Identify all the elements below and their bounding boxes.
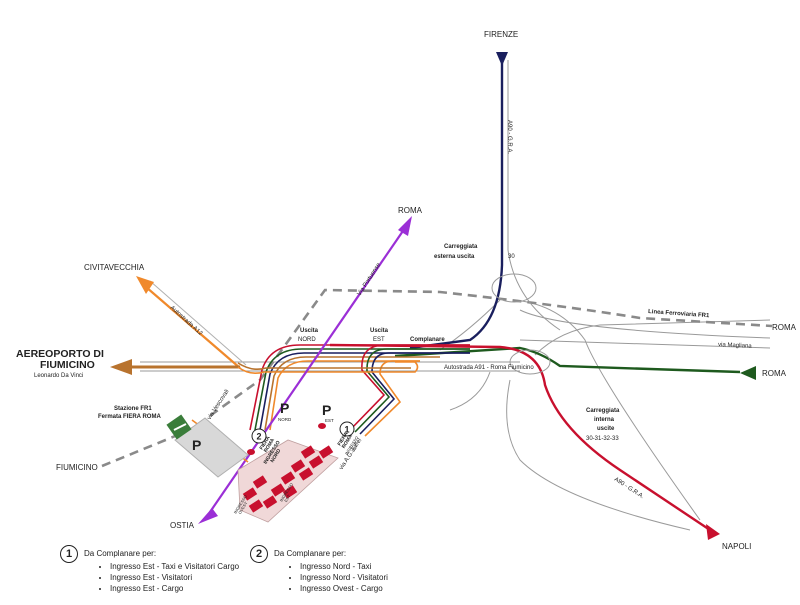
carr-interna-label: Carreggiata [586,408,620,414]
via-magliana-label: via Magliana [718,342,753,350]
autostrada-a12 [145,286,241,369]
carr-esterna-label: Carreggiata [444,244,478,250]
airport-loop [237,361,419,374]
airport-arrow-icon [110,359,132,375]
legend-heading-1: Da Complanare per: [84,549,157,558]
gra-south-napoli [329,343,711,531]
airport-title: AEREOPORTO DI [16,348,104,360]
legend-item: Ingresso Nord - Visitatori [300,572,388,583]
label-roma-north: ROMA [398,206,423,215]
parking-icon: P [192,437,201,453]
ostia-arrow-icon [198,508,218,524]
legend-heading-2: Da Complanare per: [274,549,347,558]
svg-text:interna: interna [594,417,615,423]
label-roma-rail: ROMA [772,323,797,332]
label-napoli: NAPOLI [722,542,751,551]
legend-item: Ingresso Nord - Taxi [300,561,388,572]
gra-south-label: A90 - G.R.A. [613,477,645,501]
svg-text:EST: EST [373,337,385,343]
label-ostia: OSTIA [170,521,195,530]
parking-est-icon: P [322,402,331,418]
label-civitavecchia: CIVITAVECCHIA [84,263,145,272]
legend-item: Ingresso Ovest - Cargo [300,583,388,594]
svg-text:2: 2 [257,432,262,442]
station-label-2: Fermata FIERA ROMA [98,414,161,420]
svg-text:30-31-32-33: 30-31-32-33 [586,436,619,442]
roma-north-arrow-icon [398,216,412,236]
airport-title-2: FIUMICINO [40,359,95,371]
gra-north-label: A90 - G.R.A. [506,120,512,154]
legend-marker-2: 2 [250,545,268,563]
a91-label: Autostrada A91 - Roma Fiumicino [444,365,534,371]
legend-item: Ingresso Est - Cargo [110,583,239,594]
station-fr1-block [166,414,249,478]
linea-ferroviaria-label: Linea Ferroviaria FR1 [648,309,710,319]
complanare-est-loop [349,344,470,437]
fiera-ingresso-markers [247,423,326,455]
uscita-est-label: Uscita [370,328,389,334]
label-firenze: FIRENZE [484,30,518,39]
via-portuense [209,227,406,513]
parking-nord-icon: P [280,400,289,416]
marker-1: 1 [339,421,355,437]
legend-item: Ingresso Est - Taxi e Visitatori Cargo [110,561,239,572]
complanare-label: Complanare [410,337,445,343]
svg-text:EST: EST [283,493,292,503]
svg-text:30: 30 [508,254,515,260]
road-outlines [140,299,771,531]
gra-north [409,60,504,350]
fiera-roma-area [237,439,339,523]
legend-list-1: Ingresso Est - Taxi e Visitatori Cargo I… [100,561,239,594]
svg-text:EST: EST [325,418,334,423]
marker-2: 2 [251,428,267,444]
station-label-1: Stazione FR1 [114,406,152,412]
a12-label: Autostrada A12 [169,305,204,337]
svg-text:OVEST: OVEST [237,500,249,515]
svg-text:1: 1 [345,425,350,435]
napoli-arrow-icon [706,524,720,540]
legend-list-2: Ingresso Nord - Taxi Ingresso Nord - Vis… [290,561,388,594]
label-fiumicino: FIUMICINO [56,463,98,472]
complanare-bundle [249,344,470,431]
a91-to-roma [394,346,741,374]
svg-text:NORD: NORD [278,417,292,422]
svg-text:NORD: NORD [298,337,316,343]
legend-item: Ingresso Est - Visitatori [110,572,239,583]
interchange-loops [491,273,551,375]
svg-text:EST: EST [350,443,359,453]
legend-marker-1: 1 [60,545,78,563]
label-roma-road: ROMA [762,369,787,378]
roma-east-arrow-icon [740,366,756,380]
civitavecchia-arrow-icon [136,276,154,294]
train-icon [173,423,187,431]
airport-subtitle: Leonardo Da Vinci [34,373,83,379]
svg-text:esterna uscita: esterna uscita [434,254,475,260]
firenze-arrow-icon [496,52,508,66]
uscita-nord-label: Uscita [300,328,319,334]
parking-markers: P P NORD P EST [192,400,334,453]
svg-text:uscite: uscite [597,426,615,432]
